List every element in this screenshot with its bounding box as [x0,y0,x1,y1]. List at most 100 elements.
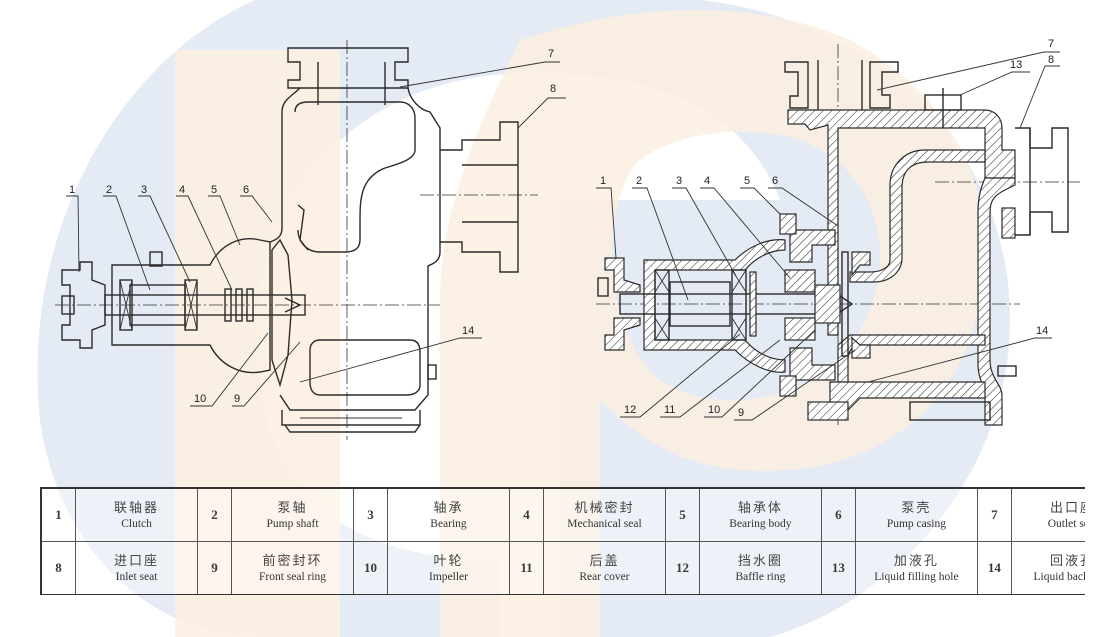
part-number: 11 [508,541,545,595]
r-callout-11: 11 [660,339,781,418]
r-callout-14: 14 [867,325,1052,383]
svg-text:6: 6 [772,175,778,187]
part-name-chinese: 轴承 [433,499,464,515]
svg-text:10: 10 [708,404,720,416]
r-callout-8: 8 [1019,54,1060,129]
svg-text:7: 7 [548,48,554,60]
bearing-body [111,238,271,374]
left-external-view: 1 2 3 4 5 6 7 8 10 9 14 [55,40,566,440]
pump-casing-outline [269,87,441,411]
svg-text:1: 1 [600,175,606,187]
impeller [271,238,293,388]
svg-text:2: 2 [636,175,642,187]
r-drain-plug [997,365,1017,377]
inlet-seat [440,121,519,273]
drain-plug [427,364,437,380]
part-name-english: Bearing [430,517,467,530]
right-sectional-view: 1 2 3 4 5 6 7 13 8 12 11 10 9 14 [596,38,1080,426]
svg-text:14: 14 [1036,325,1048,337]
bearing-cross-marks [119,279,198,331]
part-name-cell: 出口座 Outlet seat [1010,487,1085,542]
r-outlet-seat [784,61,899,109]
part-name-english: Liquid back hole [1033,570,1085,583]
r-callout-5: 5 [740,175,781,215]
r-callout-13: 13 [959,59,1030,96]
part-name-chinese: 联轴器 [114,499,160,515]
svg-text:10: 10 [194,393,206,405]
svg-text:12: 12 [624,404,636,416]
part-number: 13 [820,541,856,595]
r-callout-3: 3 [672,175,737,277]
part-number: 14 [976,541,1012,595]
bearing-left [119,279,133,331]
part-number: 8 [40,541,77,595]
r-clutch-bolt [597,277,609,297]
part-number: 9 [197,541,233,595]
r-baffle-ring [749,271,757,337]
svg-text:8: 8 [1048,54,1054,66]
svg-text:9: 9 [738,407,744,419]
part-name-english: Outlet seat [1047,517,1085,530]
pump-base [281,410,421,433]
part-name-english: Clutch [121,517,152,530]
clutch-nut [61,295,75,315]
r-casing-bottom [829,381,986,411]
r-callout-2: 2 [632,175,689,301]
part-name-chinese: 回液孔 [1049,552,1085,568]
mechanical-seal [224,288,254,322]
svg-text:4: 4 [179,184,185,196]
svg-text:4: 4 [704,175,710,187]
r-bearing-flange-bottom [779,375,797,397]
svg-text:13: 13 [1010,59,1022,71]
part-name-english: Pump casing [886,517,946,530]
callout-9: 9 [232,341,301,407]
r-impeller-disc [841,251,849,357]
part-name-cell: 后盖 Rear cover [543,541,666,595]
clutch [61,261,106,349]
casing-inner-upper [294,101,416,253]
part-number: 10 [352,541,389,595]
left-callouts: 1 2 3 4 5 6 7 8 10 9 14 [66,48,566,407]
svg-text:14: 14 [462,325,474,337]
part-name-chinese: 前密封环 [262,552,323,568]
bearing-right [184,279,198,331]
part-name-english: Liquid filling hole [874,570,959,583]
part-name-chinese: 机械密封 [574,499,635,515]
front-seal-ring [297,204,309,251]
part-name-english: Impeller [429,570,468,583]
part-number: 4 [508,487,545,542]
part-number: 7 [976,487,1012,542]
part-name-cell: 回液孔 Liquid back hole [1010,541,1085,595]
r-impeller-nose [839,295,854,313]
part-name-chinese: 出口座 [1049,499,1085,515]
part-number: 5 [664,487,700,542]
part-name-english: Baffle ring [735,570,786,583]
r-front-seal-ring [851,251,871,359]
r-inlet-lower-lug [1001,207,1016,239]
callout-10: 10 [190,332,269,407]
part-name-chinese: 轴承体 [737,499,783,515]
r-callout-9: 9 [734,349,856,421]
callout-6: 6 [240,184,273,223]
part-name-english: Mechanical seal [567,517,642,530]
grease-nipple [149,251,163,267]
r-callout-7: 7 [876,38,1060,91]
right-callouts: 1 2 3 4 5 6 7 13 8 12 11 10 9 14 [596,38,1060,421]
part-name-chinese: 后盖 [589,552,620,568]
r-callout-1: 1 [596,175,617,259]
r-shaft-sleeve [669,281,731,327]
r-bearings [654,269,747,341]
callout-3: 3 [138,184,191,283]
svg-text:5: 5 [744,175,750,187]
outlet-seat [287,47,409,89]
svg-text:3: 3 [676,175,682,187]
svg-text:9: 9 [234,393,240,405]
part-name-english: Rear cover [579,570,630,583]
r-inlet-seat [1015,127,1069,236]
